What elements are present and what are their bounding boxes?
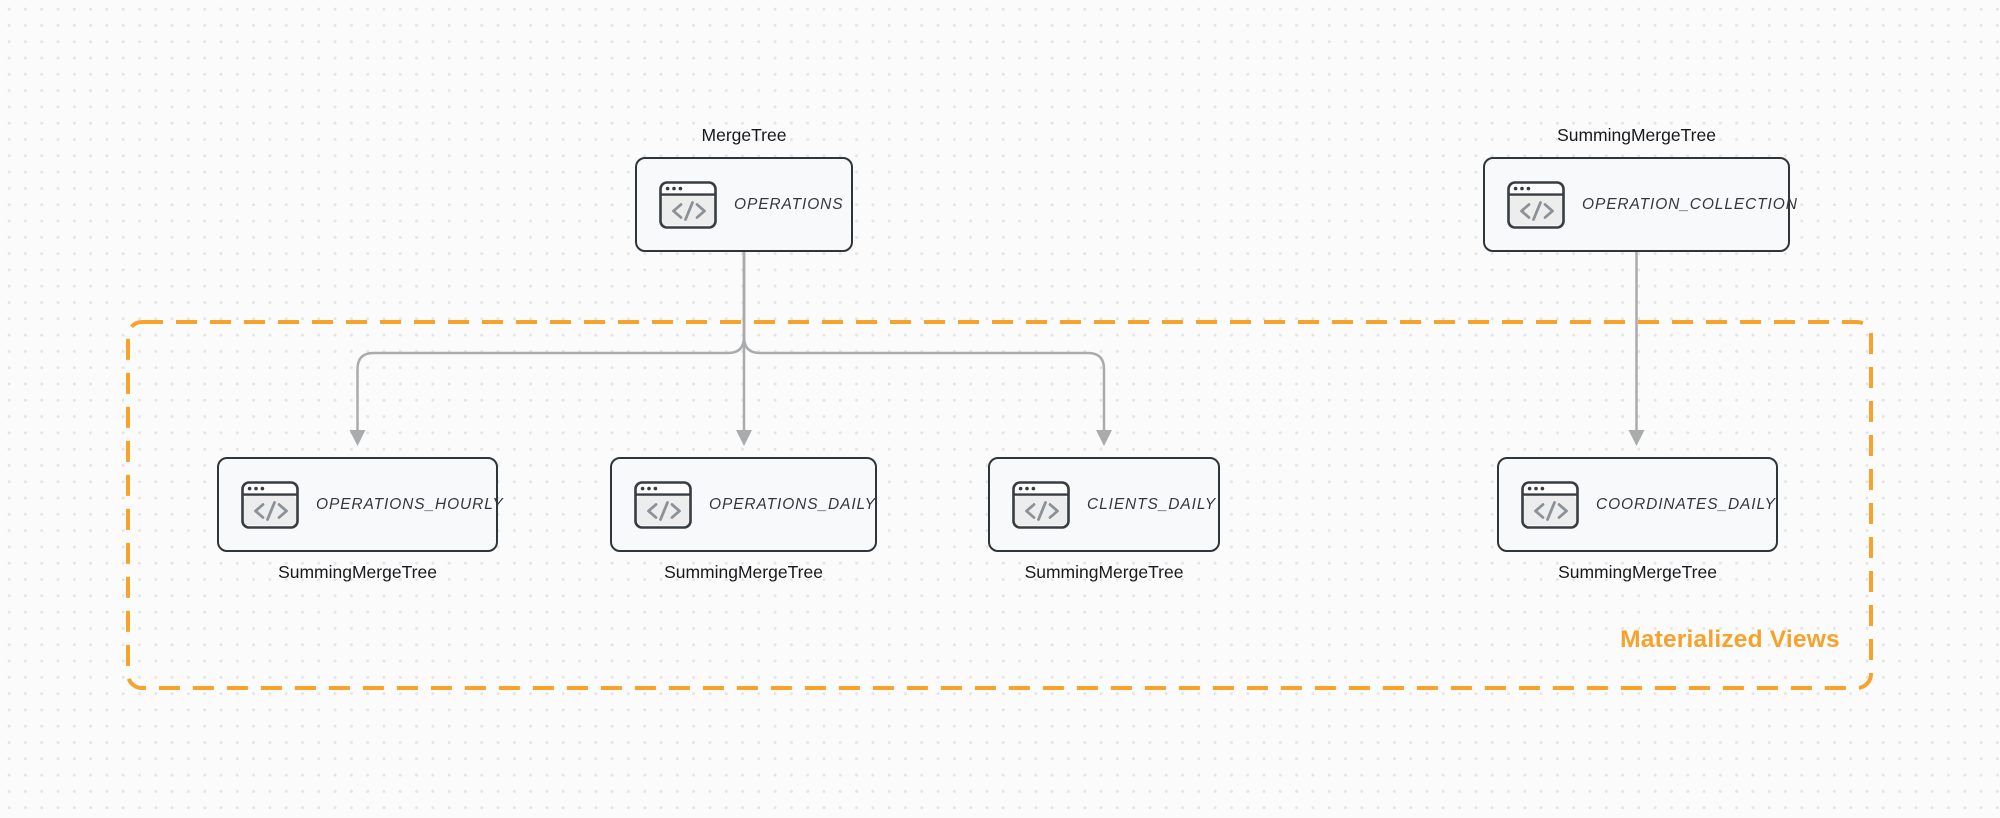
code-window-icon (634, 480, 692, 529)
engine-label-coordinates-daily: SummingMergeTree (1558, 562, 1717, 582)
arrowhead-icon (1096, 430, 1112, 446)
table-name-operations-daily: OPERATIONS_DAILY (709, 495, 876, 513)
table-node-clients-daily[interactable]: CLIENTS_DAILY (988, 457, 1220, 552)
arrowhead-icon (736, 430, 752, 446)
code-window-icon (1012, 480, 1070, 529)
engine-label-operations-hourly: SummingMergeTree (278, 562, 437, 582)
table-name-operation-collection: OPERATION_COLLECTION (1582, 195, 1798, 213)
code-window-icon (241, 480, 299, 529)
engine-label-clients-daily: SummingMergeTree (1024, 562, 1184, 582)
edge-operation-collection-to-coordinates-daily (1628, 252, 1645, 446)
table-node-coordinates-daily[interactable]: COORDINATES_DAILY (1497, 457, 1778, 552)
arrowhead-icon (349, 430, 366, 446)
node-clients-daily: SummingMergeTree CLIENTS_DAILY (988, 457, 1220, 582)
engine-label-operations-daily: SummingMergeTree (664, 562, 823, 582)
node-operations-daily: SummingMergeTree OPERATIONS_DAILY (610, 457, 877, 582)
arrowhead-icon (1628, 430, 1645, 446)
code-window-icon (1521, 480, 1579, 529)
table-name-coordinates-daily: COORDINATES_DAILY (1596, 495, 1776, 513)
node-operations-hourly: SummingMergeTree OPERATIONS_HOURLY (217, 457, 503, 582)
table-node-operations-hourly[interactable]: OPERATIONS_HOURLY (217, 457, 503, 552)
code-window-icon (1507, 180, 1565, 229)
code-window-icon (659, 180, 717, 229)
table-node-operations-daily[interactable]: OPERATIONS_DAILY (610, 457, 877, 552)
table-name-operations-hourly: OPERATIONS_HOURLY (316, 495, 504, 513)
engine-label-operation-collection: SummingMergeTree (1557, 125, 1716, 145)
materialized-views-group-frame (126, 320, 1873, 690)
table-node-operations[interactable]: OPERATIONS (635, 157, 853, 252)
edge-operations-to-clients-daily (742, 252, 1112, 446)
engine-label-operations: MergeTree (701, 125, 787, 145)
materialized-views-label: Materialized Views (1620, 626, 1840, 653)
table-name-clients-daily: CLIENTS_DAILY (1087, 495, 1217, 513)
table-node-operation-collection[interactable]: OPERATION_COLLECTION (1483, 157, 1797, 252)
node-coordinates-daily: SummingMergeTree COORDINATES_DAILY (1497, 457, 1778, 582)
table-name-operations: OPERATIONS (734, 195, 844, 213)
